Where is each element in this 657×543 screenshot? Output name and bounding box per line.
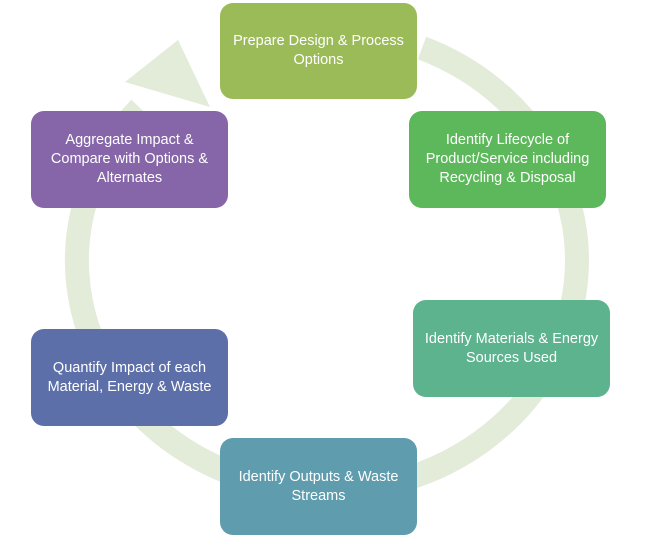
step-identify-materials: Identify Materials & Energy Sources Used (413, 300, 610, 397)
step-identify-lifecycle: Identify Lifecycle of Product/Service in… (409, 111, 606, 208)
step-quantify-impact: Quantify Impact of each Material, Energy… (31, 329, 228, 426)
step-identify-materials-label: Identify Materials & Energy Sources Used (424, 330, 599, 366)
step-identify-outputs-label: Identify Outputs & Waste Streams (238, 468, 399, 504)
step-prepare-design: Prepare Design & Process Options (220, 3, 417, 99)
cycle-arrowhead-icon (125, 40, 210, 107)
step-identify-lifecycle-label: Identify Lifecycle of Product/Service in… (425, 132, 590, 186)
step-aggregate-impact-label: Aggregate Impact & Compare with Options … (50, 132, 209, 186)
step-aggregate-impact: Aggregate Impact & Compare with Options … (31, 111, 228, 208)
step-quantify-impact-label: Quantify Impact of each Material, Energy… (47, 359, 212, 395)
step-identify-outputs: Identify Outputs & Waste Streams (220, 438, 417, 535)
step-prepare-design-label: Prepare Design & Process Options (233, 33, 404, 68)
